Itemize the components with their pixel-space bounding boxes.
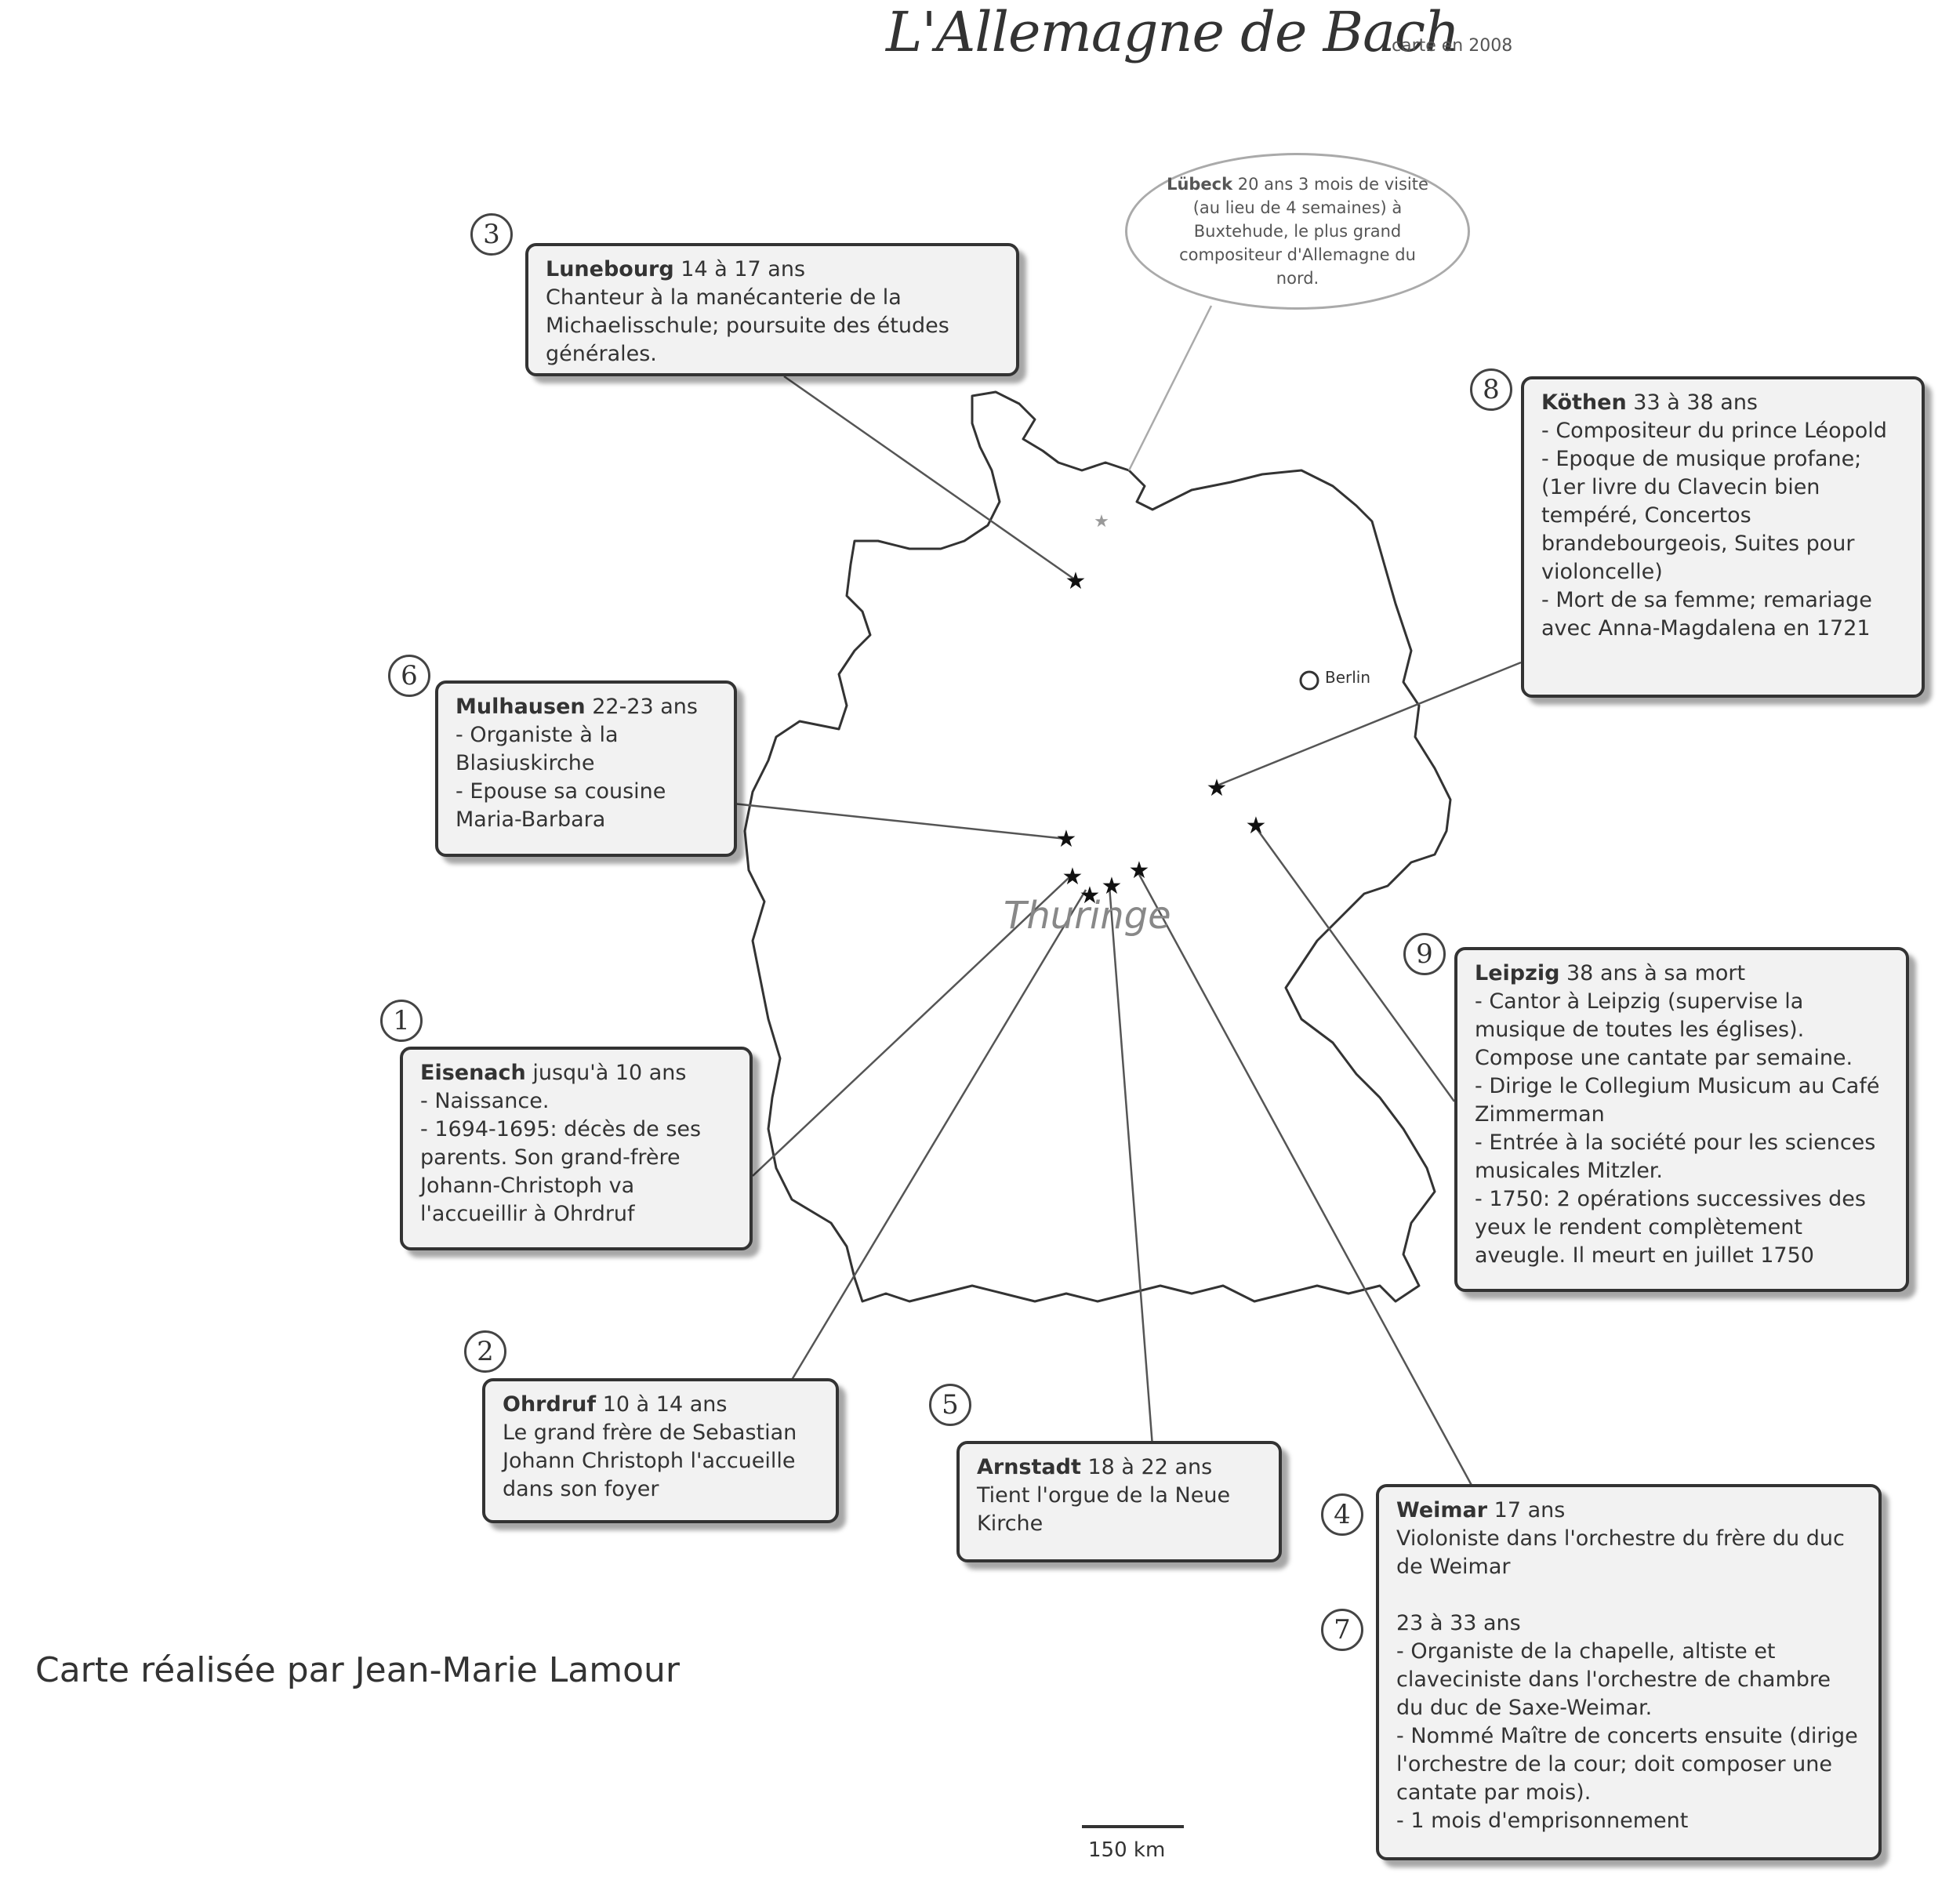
age-range: 38 ans à sa mort [1566, 961, 1746, 985]
leader-line-mulhausen [732, 802, 1067, 840]
number-marker-2: 2 [464, 1330, 506, 1373]
leader-lines [732, 305, 1522, 1490]
number-marker-9: 9 [1403, 933, 1446, 975]
age-range: 10 à 14 ans [602, 1392, 728, 1417]
leader-line-eisenach [752, 876, 1071, 1177]
number-marker-7: 7 [1321, 1609, 1363, 1651]
info-line: Le grand frère de Sebastian Johann Chris… [503, 1421, 797, 1501]
age-range-second: 23 à 33 ans [1396, 1611, 1521, 1635]
number-marker-8: 8 [1470, 368, 1512, 411]
map-subtitle: carte en 2008 [1392, 36, 1513, 56]
age-range: jusqu'à 10 ans [532, 1061, 687, 1085]
info-line: - Naissance. [420, 1089, 550, 1113]
scale-label: 150 km [1088, 1838, 1166, 1862]
info-line: - 1750: 2 opérations successives des yeu… [1475, 1187, 1866, 1268]
info-line: Violoniste dans l'orchestre du frère du … [1396, 1526, 1845, 1579]
info-line: - Compositeur du prince Léopold [1541, 419, 1887, 443]
city-name: Ohrdruf [503, 1392, 597, 1417]
info-line: - Organiste à la Blasiuskirche [456, 723, 619, 775]
city-name: Eisenach [420, 1061, 526, 1085]
germany-outline [743, 390, 1452, 1303]
star-marker-ohrdruf: ★ [1080, 882, 1101, 909]
leader-line-weimar [1135, 869, 1475, 1490]
leader-line-arnstadt [1108, 885, 1154, 1447]
city-name: Köthen [1541, 390, 1627, 415]
map-credit: Carte réalisée par Jean-Marie Lamour [35, 1650, 681, 1690]
info-line: - Epoque de musique profane; (1er livre … [1541, 447, 1862, 584]
age-range: 22-23 ans [592, 695, 698, 719]
berlin-marker [1299, 670, 1319, 691]
age-range: 18 à 22 ans [1087, 1455, 1213, 1479]
number-marker-5: 5 [929, 1384, 971, 1426]
city-markers: ★ ★ ★ ★ ★ ★ ★ ★ [1056, 568, 1267, 909]
info-box-eisenach: Eisenach jusqu'à 10 ans - Naissance. - 1… [400, 1047, 753, 1250]
info-line: - Epouse sa cousine Maria-Barbara [456, 779, 666, 832]
leader-line-kothen [1210, 661, 1522, 789]
star-marker-mulhausen: ★ [1056, 826, 1077, 853]
number-marker-3: 3 [470, 213, 513, 256]
city-label-berlin: Berlin [1325, 668, 1371, 687]
age-range: 33 à 38 ans [1633, 390, 1758, 415]
info-box-mulhausen: Mulhausen 22-23 ans - Organiste à la Bla… [435, 680, 737, 857]
city-name: Arnstadt [977, 1455, 1081, 1479]
age-range: 17 ans [1494, 1498, 1566, 1522]
info-box-weimar: Weimar 17 ans Violoniste dans l'orchestr… [1376, 1484, 1882, 1860]
number-marker-1: 1 [380, 1000, 423, 1042]
leader-line-lunebourg [783, 375, 1076, 582]
city-name: Weimar [1396, 1498, 1488, 1522]
number-marker-6: 6 [388, 655, 430, 697]
info-line: - 1 mois d'emprisonnement [1396, 1809, 1689, 1833]
info-line: - 1694-1695: décès de ses parents. Son g… [420, 1117, 702, 1226]
number-marker-4: 4 [1321, 1493, 1363, 1536]
star-marker-arnstadt: ★ [1102, 873, 1123, 900]
info-box-ohrdruf: Ohrdruf 10 à 14 ans Le grand frère de Se… [482, 1378, 839, 1523]
city-name: Leipzig [1475, 961, 1560, 985]
star-marker-leipzig: ★ [1246, 812, 1267, 840]
spacer [1396, 1581, 1861, 1609]
lubeck-bubble: Lübeck 20 ans 3 mois de visite (au lieu … [1125, 153, 1470, 310]
info-line: - Entrée à la société pour les sciences … [1475, 1130, 1876, 1183]
lubeck-text: 3 mois de visite (au lieu de 4 semaines)… [1179, 175, 1428, 288]
info-line: - Dirige le Collegium Musicum au Café Zi… [1475, 1074, 1880, 1127]
leader-line-lubeck [1127, 305, 1213, 471]
region-label-thuringe: Thuringe [1004, 894, 1171, 938]
info-box-kothen: Köthen 33 à 38 ans - Compositeur du prin… [1521, 376, 1925, 698]
info-box-leipzig: Leipzig 38 ans à sa mort - Cantor à Leip… [1454, 947, 1909, 1292]
star-marker-weimar: ★ [1129, 857, 1150, 884]
leader-line-leipzig [1253, 825, 1456, 1102]
age-range: 20 ans [1237, 175, 1294, 194]
age-range: 14 à 17 ans [681, 257, 806, 281]
star-marker-eisenach: ★ [1062, 863, 1083, 891]
city-name: Lübeck [1167, 175, 1233, 194]
info-line: - Mort de sa femme; remariage avec Anna-… [1541, 588, 1872, 640]
star-marker-lunebourg: ★ [1065, 568, 1087, 595]
info-box-lunebourg: Lunebourg 14 à 17 ans Chanteur à la mané… [525, 243, 1019, 376]
leader-line-ohrdruf [790, 889, 1087, 1381]
info-line: - Organiste de la chapelle, altiste et c… [1396, 1639, 1831, 1720]
info-line: - Cantor à Leipzig (supervise la musique… [1475, 989, 1853, 1070]
info-line: - Nommé Maître de concerts ensuite (diri… [1396, 1724, 1858, 1805]
info-line: Chanteur à la manécanterie de la Michael… [546, 285, 949, 366]
info-box-arnstadt: Arnstadt 18 à 22 ans Tient l'orgue de la… [956, 1441, 1282, 1562]
star-marker-kothen: ★ [1207, 775, 1228, 802]
city-name: Mulhausen [456, 695, 586, 719]
info-line: Tient l'orgue de la Neue Kirche [977, 1483, 1231, 1536]
map-title: L'Allemagne de Bach [886, 0, 1460, 64]
star-marker-lubeck: ★ [1094, 512, 1109, 532]
city-name: Lunebourg [546, 257, 674, 281]
